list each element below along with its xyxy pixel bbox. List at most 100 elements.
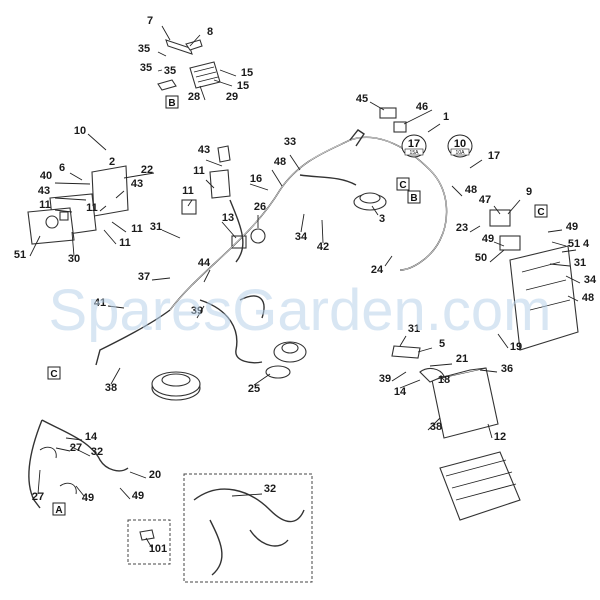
- leader-line: [69, 172, 83, 181]
- leader-line: [29, 235, 41, 257]
- leader-line: [203, 269, 211, 283]
- leader-line: [469, 225, 481, 233]
- leader-line: [189, 34, 201, 47]
- callout-number: 3: [379, 213, 385, 225]
- reference-box: C: [396, 177, 410, 191]
- reference-box: C: [47, 366, 61, 380]
- leader-line: [231, 493, 263, 497]
- leader-line: [87, 133, 107, 151]
- leader-line: [107, 305, 125, 309]
- leader-line: [54, 182, 91, 185]
- leader-line: [289, 154, 301, 171]
- callout-number: 11: [131, 223, 143, 235]
- fuse-17: 17 15A: [401, 134, 427, 158]
- callout-number: 33: [284, 136, 296, 148]
- callout-number: 49: [132, 490, 144, 502]
- leader-line: [507, 199, 521, 215]
- callout-number: 31: [574, 257, 586, 269]
- leader-line: [123, 172, 155, 179]
- part-handle-tip: [185, 39, 203, 51]
- callout-number: 15: [237, 80, 249, 92]
- part-drawings: [27, 39, 579, 576]
- leader-line: [151, 277, 171, 281]
- fuse-10: 10 10A: [447, 134, 473, 158]
- leader-line: [111, 221, 127, 233]
- callout-number: 39: [191, 305, 203, 317]
- callout-number: 34: [295, 231, 308, 243]
- callout-number: 11: [86, 202, 98, 214]
- callout-number: 18: [438, 374, 450, 386]
- reference-letter: A: [55, 505, 62, 516]
- callout-number: 44: [198, 257, 211, 269]
- leader-line: [567, 295, 579, 302]
- part-connector-45: [379, 107, 397, 119]
- leader-line: [157, 51, 167, 57]
- callout-number: 14: [85, 431, 98, 443]
- part-key-switch: [45, 215, 59, 229]
- leader-line: [451, 185, 463, 197]
- callout-number: 49: [482, 233, 494, 245]
- leader-line: [161, 229, 181, 239]
- callout-number: 35: [140, 62, 152, 74]
- callout-number: 20: [149, 469, 161, 481]
- leader-line: [157, 69, 163, 72]
- leader-line: [487, 423, 493, 439]
- leader-line: [205, 179, 215, 189]
- callout-number: 10: [74, 125, 86, 137]
- callout-number: 4: [583, 238, 590, 250]
- leader-line: [99, 205, 107, 212]
- leader-line: [427, 417, 441, 431]
- callout-number: 12: [494, 431, 506, 443]
- callout-number: 31: [150, 221, 162, 233]
- callout-number: 6: [59, 162, 65, 174]
- leader-line: [75, 485, 85, 497]
- callout-number: 100: [0, 0, 9, 3]
- callout-number: 51: [14, 249, 26, 261]
- reference-box: B: [407, 190, 421, 204]
- leader-line: [427, 123, 441, 133]
- leader-line: [54, 197, 87, 201]
- callout-number: 8: [207, 26, 213, 38]
- callout-number: 30: [68, 253, 80, 265]
- leader-line: [205, 159, 223, 167]
- part-seat-switch-top: [359, 192, 381, 204]
- wire-detail-harness: [193, 488, 305, 523]
- callout-number: 35: [138, 43, 150, 55]
- reference-box: C: [534, 204, 548, 218]
- callout-number: 41: [94, 297, 106, 309]
- part-indicator: [59, 211, 69, 221]
- leader-line: [187, 199, 193, 207]
- reference-letter: B: [168, 98, 175, 109]
- leader-line: [103, 229, 117, 245]
- leader-line: [391, 371, 407, 382]
- part-connector-42: [231, 235, 247, 249]
- watermark-text: SparesGarden.com: [49, 278, 552, 343]
- detail-frame-100: [127, 519, 171, 565]
- callout-number: 43: [38, 185, 50, 197]
- part-battery-tray: [439, 451, 521, 521]
- detail-frame-101: [183, 473, 313, 583]
- callout-number: 46: [416, 101, 428, 113]
- leader-lines: [29, 25, 581, 549]
- leader-line: [561, 249, 577, 253]
- fuse-10-rating: 10A: [456, 150, 466, 156]
- wire-branch-5: [239, 295, 265, 319]
- leader-line: [547, 229, 563, 233]
- leader-line: [551, 241, 567, 247]
- leader-line: [403, 109, 433, 125]
- part-sensor-25: [265, 365, 291, 379]
- leader-line: [321, 219, 324, 244]
- part-clip-100: [139, 529, 155, 541]
- callout-number: 5: [439, 338, 445, 350]
- callout-number: 47: [479, 194, 491, 206]
- callout-number: 40: [40, 170, 52, 182]
- callout-number: 22: [141, 164, 153, 176]
- callout-number: 11: [182, 185, 194, 197]
- leader-line: [145, 537, 153, 549]
- callout-number: 15: [241, 67, 253, 79]
- leader-line: [300, 213, 305, 233]
- callout-number: 2: [109, 156, 115, 168]
- callout-number: 23: [456, 222, 468, 234]
- callout-number: 51: [568, 238, 580, 250]
